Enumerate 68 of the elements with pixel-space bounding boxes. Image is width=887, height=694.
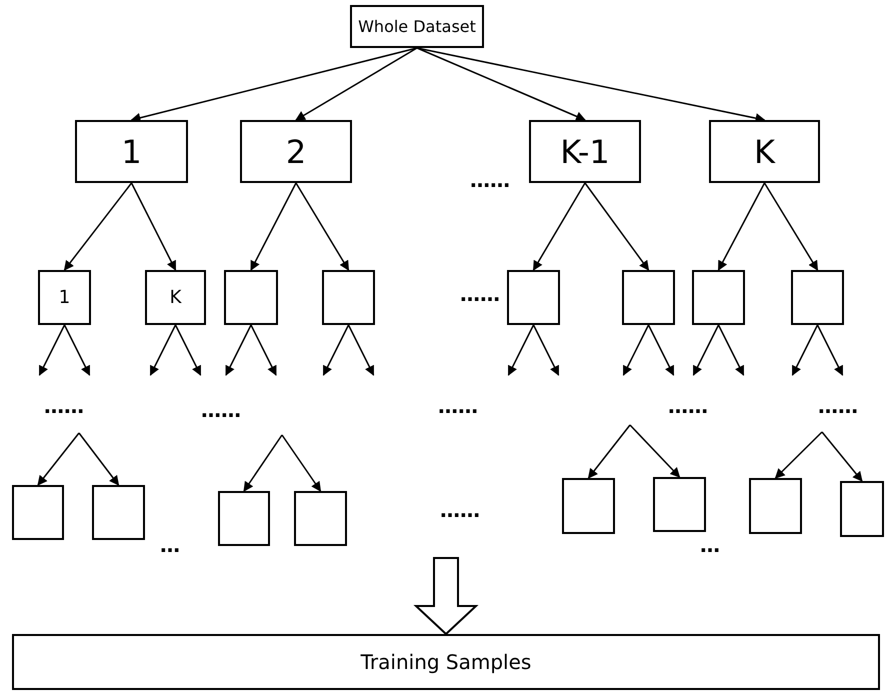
arrow [174,324,202,376]
tree-node-box [562,478,615,534]
arrow [792,324,818,376]
tree-node-box [322,270,375,325]
tree-node-box [653,477,706,532]
arrow [250,324,277,376]
arrow [243,434,283,492]
tree-node-box [622,270,675,325]
tree-node-box: 1 [38,270,91,325]
ellipsis-label: …… [201,400,241,420]
tree-node-box [749,478,802,534]
arrow [322,324,350,376]
tree-node-box: K [145,270,206,325]
arrow [416,47,586,122]
tree-node-box [218,491,270,546]
ellipsis-label: …… [44,396,84,416]
arrow [348,324,374,376]
arrow [78,432,120,486]
arrow [64,182,132,271]
tree-node-box [791,270,844,325]
tree-node-box: 2 [240,120,352,183]
arrow [648,324,674,376]
arrow [225,324,252,376]
tree-node-box [692,270,745,325]
arrow [64,324,90,376]
arrow [774,431,823,479]
arrow [38,324,66,376]
arrow [718,324,744,376]
ellipsis-label: … [160,535,180,555]
ellipsis-label: …… [460,284,500,304]
block-arrow [413,557,479,636]
tree-node-box [12,485,64,540]
arrow [130,182,176,271]
arrow [250,182,297,271]
tree-node-box: 1 [75,120,188,183]
root-box: Whole Dataset [350,5,484,48]
arrow [532,324,560,376]
arrow [718,182,766,271]
ellipsis-label: …… [438,396,478,416]
tree-node-box [507,270,560,325]
arrow [130,47,418,123]
output-box: Training Samples [12,634,880,690]
arrow [692,324,720,376]
arrow [37,432,80,486]
arrow [764,182,818,271]
arrow [281,434,322,492]
ellipsis-label: …… [440,500,480,520]
ellipsis-label: …… [470,170,510,190]
tree-node-box [92,485,145,540]
arrow [508,324,534,376]
arrow [588,424,631,479]
arrow [629,424,680,478]
arrow [295,47,418,121]
ellipsis-label: …… [818,396,858,416]
arrow [532,182,586,271]
arrow [295,182,350,271]
tree-node-box [224,270,278,325]
tree-node-box [840,481,884,537]
arrow [622,324,650,376]
tree-node-box: K-1 [529,120,641,183]
arrow [816,324,844,376]
tree-node-box [294,491,347,546]
arrow [150,324,176,376]
ellipsis-label: …… [668,396,708,416]
arrow [821,432,863,482]
ellipsis-label: … [700,535,720,555]
arrow [584,182,650,271]
tree-node-box: K [709,120,820,183]
